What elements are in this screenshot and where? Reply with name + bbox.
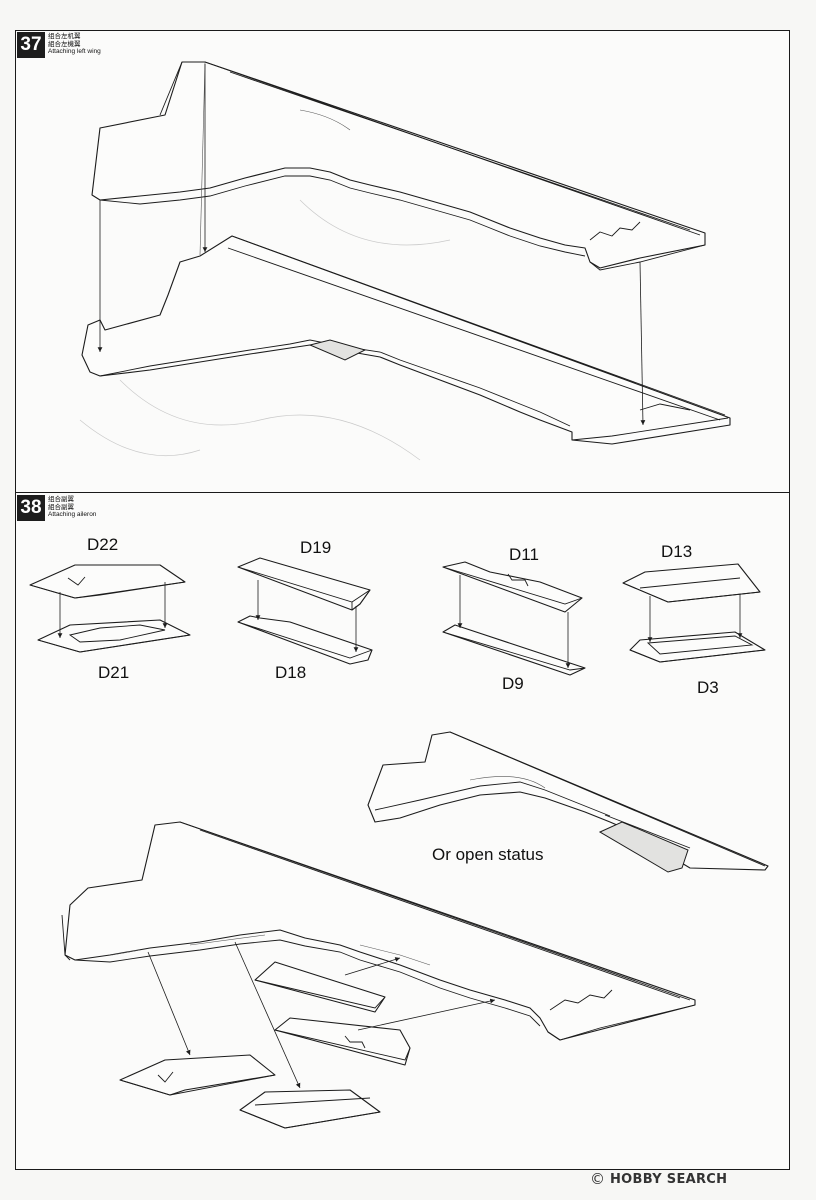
aileron-inner-lower [274, 1017, 411, 1066]
part-label-d3: D3 [697, 678, 719, 697]
step-38-caption-en: Attaching aileron [48, 511, 97, 518]
aileron-d21 [37, 619, 191, 653]
part-label-d19: D19 [300, 538, 332, 557]
aileron-d3 [629, 631, 766, 663]
step-37-number: 37 [17, 32, 45, 58]
left-wing-assembled [61, 821, 696, 1041]
step-38-attach-arrows [147, 941, 496, 1089]
part-label-d22: D22 [87, 535, 119, 554]
step-37-caption-cn: 组合左机翼 [48, 33, 81, 40]
part-label-d18: D18 [275, 663, 307, 682]
part-label-d11: D11 [509, 545, 539, 564]
upper-wing-half [91, 61, 706, 271]
step-38-caption-cn: 组合副翼 [48, 496, 74, 503]
lower-wing-half [81, 235, 731, 445]
aileron-outer-right [239, 1089, 381, 1129]
step-37-caption: 组合左机翼 組合左機翼 Attaching left wing [48, 33, 101, 56]
step-37-caption-tw: 組合左機翼 [48, 40, 81, 48]
step-37-caption-en: Attaching left wing [48, 48, 101, 55]
aileron-d22 [29, 564, 186, 599]
aileron-d19 [237, 557, 371, 611]
step-38-caption-tw: 組合副翼 [48, 503, 74, 511]
aileron-outer-left [119, 1054, 276, 1096]
step-37-alignment-arrows [97, 64, 646, 426]
aileron-d11 [442, 561, 583, 613]
watermark-copyright-icon: © [590, 1170, 605, 1188]
part-label-d13: D13 [661, 542, 693, 561]
watermark-logo: HOBBY SEARCH [610, 1172, 728, 1187]
aileron-d18 [237, 615, 373, 665]
step-37-ghost-lines [79, 199, 451, 461]
open-status-wing [367, 731, 769, 873]
aileron-d9 [442, 624, 586, 676]
step-38-number: 38 [17, 495, 45, 521]
aileron-inner-upper [254, 961, 386, 1013]
step-38-caption: 组合副翼 組合副翼 Attaching aileron [48, 496, 96, 519]
aileron-d13 [622, 563, 761, 603]
note-open-status: Or open status [432, 845, 544, 864]
part-label-d21: D21 [98, 663, 130, 682]
step-divider [15, 492, 790, 493]
part-label-d9: D9 [502, 674, 524, 693]
